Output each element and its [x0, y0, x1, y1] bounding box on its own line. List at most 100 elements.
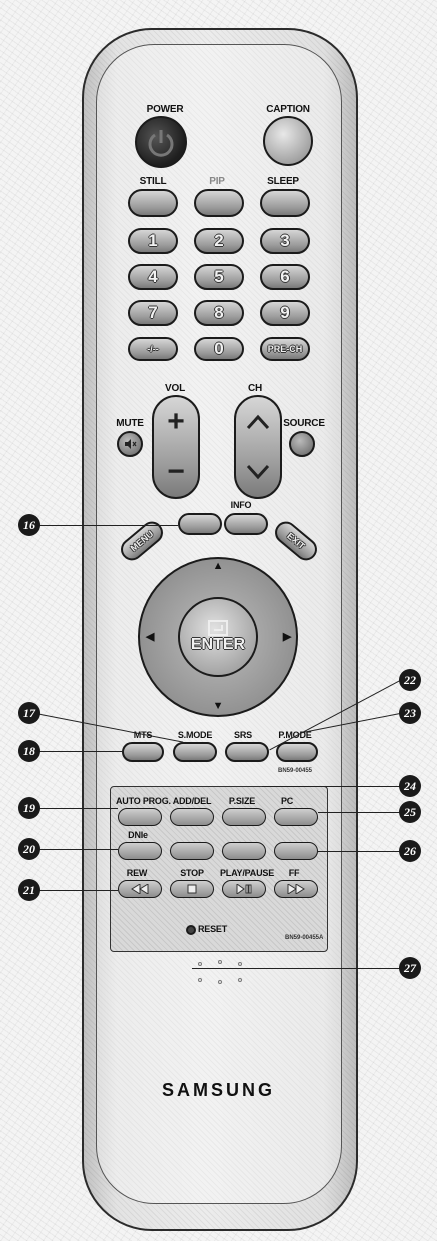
power-label: POWER — [146, 104, 184, 115]
dnie-button[interactable] — [118, 842, 162, 860]
leader-24 — [262, 786, 400, 787]
pre-ch-button[interactable]: PRE-CH — [260, 337, 310, 361]
brand-logo: SAMSUNG — [161, 1080, 275, 1100]
pc-button[interactable] — [274, 808, 318, 826]
mute-label: MUTE — [116, 418, 144, 429]
enter-label: ENTER — [190, 636, 246, 653]
callout-27: 27 — [399, 957, 421, 979]
callout-20: 20 — [18, 838, 40, 860]
callout-26: 26 — [399, 840, 421, 862]
right-arrow-icon[interactable]: ▶ — [282, 631, 292, 643]
pmode-label: P.MODE — [278, 730, 312, 740]
left-arrow-icon[interactable]: ◀ — [145, 631, 155, 643]
digit-0-button[interactable]: 0 — [194, 337, 244, 361]
play-pause-label: PLAY/PAUSE — [219, 868, 275, 878]
rew-button[interactable] — [118, 880, 162, 898]
sleep-label: SLEEP — [267, 176, 299, 187]
mute-button[interactable] — [117, 431, 143, 457]
info-button[interactable] — [224, 513, 268, 535]
channel-down-icon[interactable] — [244, 462, 272, 482]
mute-icon — [125, 439, 137, 449]
stop-icon — [187, 884, 197, 894]
stop-button[interactable] — [170, 880, 214, 898]
auto-prog-label: AUTO PROG. — [116, 796, 171, 806]
callout-17: 17 — [18, 702, 40, 724]
reset-button[interactable] — [186, 925, 196, 935]
mts-label: MTS — [133, 730, 153, 740]
smode-button[interactable] — [173, 742, 217, 762]
still-button[interactable] — [128, 189, 178, 217]
dash-button[interactable]: -/-- — [128, 337, 178, 361]
up-arrow-icon[interactable]: ▲ — [212, 560, 224, 572]
digit-9-button[interactable]: 9 — [260, 300, 310, 326]
digit-7-button[interactable]: 7 — [128, 300, 178, 326]
callout-23: 23 — [399, 702, 421, 724]
model-code: BN59-00455 — [278, 768, 313, 774]
volume-down-icon[interactable]: − — [167, 455, 185, 488]
digit-1-button[interactable]: 1 — [128, 228, 178, 254]
pip-button[interactable] — [194, 189, 244, 217]
callout-22: 22 — [399, 669, 421, 691]
source-button[interactable] — [289, 431, 315, 457]
callout-21: 21 — [18, 879, 40, 901]
sensor-dot — [218, 960, 222, 964]
sensor-dot — [238, 978, 242, 982]
vol-label: VOL — [165, 383, 185, 394]
digit-4-button[interactable]: 4 — [128, 264, 178, 290]
power-icon — [148, 130, 174, 157]
rewind-icon — [131, 884, 149, 894]
callout-19: 19 — [18, 797, 40, 819]
dnie-label: DNIe — [128, 830, 148, 840]
ff-label: FF — [288, 868, 300, 878]
psize-label: P.SIZE — [228, 796, 256, 806]
leader-18 — [36, 751, 124, 752]
callout-25: 25 — [399, 801, 421, 823]
sensor-dot — [218, 980, 222, 984]
mts-button[interactable] — [122, 742, 164, 762]
channel-up-icon[interactable] — [244, 412, 272, 432]
enter-icon — [208, 620, 228, 636]
blank-button-2[interactable] — [222, 842, 266, 860]
caption-button[interactable] — [263, 116, 313, 166]
pmode-button[interactable] — [276, 742, 318, 762]
digit-5-button[interactable]: 5 — [194, 264, 244, 290]
sleep-button[interactable] — [260, 189, 310, 217]
digit-8-button[interactable]: 8 — [194, 300, 244, 326]
channel-rocker[interactable] — [234, 395, 282, 499]
still-label: STILL — [139, 176, 167, 187]
down-arrow-icon[interactable]: ▼ — [212, 700, 224, 712]
blank-button-1[interactable] — [170, 842, 214, 860]
leader-19 — [36, 808, 118, 809]
digit-6-button[interactable]: 6 — [260, 264, 310, 290]
digit-3-button[interactable]: 3 — [260, 228, 310, 254]
volume-rocker[interactable]: + − — [152, 395, 200, 499]
pc-label: PC — [280, 796, 294, 806]
source-label: SOURCE — [283, 418, 325, 429]
enter-button[interactable]: ENTER — [178, 597, 258, 677]
blank-button-3[interactable] — [274, 842, 318, 860]
volume-up-icon[interactable]: + — [167, 405, 185, 438]
callout-24: 24 — [399, 775, 421, 797]
srs-button[interactable] — [225, 742, 269, 762]
play-pause-button[interactable] — [222, 880, 266, 898]
caption-label: CAPTION — [266, 104, 310, 115]
sensor-dot — [198, 978, 202, 982]
sensor-dot — [238, 962, 242, 966]
sensor-dot — [198, 962, 202, 966]
channel-list-button[interactable] — [178, 513, 222, 535]
model-code-b: BN59-00455A — [285, 935, 324, 941]
reset-label: RESET — [198, 924, 228, 934]
digit-2-button[interactable]: 2 — [194, 228, 244, 254]
add-del-label: ADD/DEL — [172, 796, 212, 806]
leader-16 — [36, 525, 178, 526]
callout-18: 18 — [18, 740, 40, 762]
add-del-button[interactable] — [170, 808, 214, 826]
play-pause-icon — [236, 884, 252, 894]
auto-prog-button[interactable] — [118, 808, 162, 826]
power-button[interactable] — [135, 116, 187, 168]
psize-button[interactable] — [222, 808, 266, 826]
leader-26 — [318, 851, 400, 852]
srs-label: SRS — [234, 730, 252, 740]
leader-20 — [36, 849, 118, 850]
ff-button[interactable] — [274, 880, 318, 898]
